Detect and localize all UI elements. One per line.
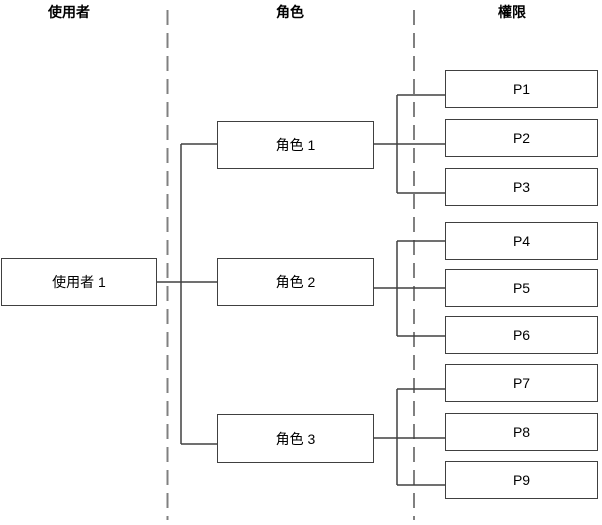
column-header-roles: 角色 bbox=[276, 4, 304, 20]
node-p5: P5 bbox=[445, 269, 598, 307]
node-p1-label: P1 bbox=[512, 81, 531, 97]
node-p5-label: P5 bbox=[512, 280, 531, 296]
node-user1: 使用者 1 bbox=[1, 258, 157, 306]
node-p9: P9 bbox=[445, 461, 598, 499]
column-header-permissions: 權限 bbox=[498, 4, 526, 20]
node-role1-label: 角色 1 bbox=[275, 137, 316, 153]
node-role1: 角色 1 bbox=[217, 121, 374, 169]
column-header-users: 使用者 bbox=[48, 4, 90, 20]
node-p6-label: P6 bbox=[512, 327, 531, 343]
node-p1: P1 bbox=[445, 70, 598, 108]
node-p8: P8 bbox=[445, 413, 598, 451]
node-p9-label: P9 bbox=[512, 472, 531, 488]
node-p7-label: P7 bbox=[512, 375, 531, 391]
node-p2: P2 bbox=[445, 119, 598, 157]
node-p4-label: P4 bbox=[512, 233, 531, 249]
node-p2-label: P2 bbox=[512, 130, 531, 146]
node-role2: 角色 2 bbox=[217, 258, 374, 306]
node-role3: 角色 3 bbox=[217, 414, 374, 463]
node-user1-label: 使用者 1 bbox=[52, 274, 106, 290]
node-role2-label: 角色 2 bbox=[275, 274, 316, 290]
node-p7: P7 bbox=[445, 364, 598, 402]
node-p6: P6 bbox=[445, 316, 598, 354]
node-p8-label: P8 bbox=[512, 424, 531, 440]
node-role3-label: 角色 3 bbox=[275, 430, 316, 447]
node-p4: P4 bbox=[445, 222, 598, 260]
node-p3-label: P3 bbox=[512, 179, 531, 195]
node-p3: P3 bbox=[445, 168, 598, 206]
